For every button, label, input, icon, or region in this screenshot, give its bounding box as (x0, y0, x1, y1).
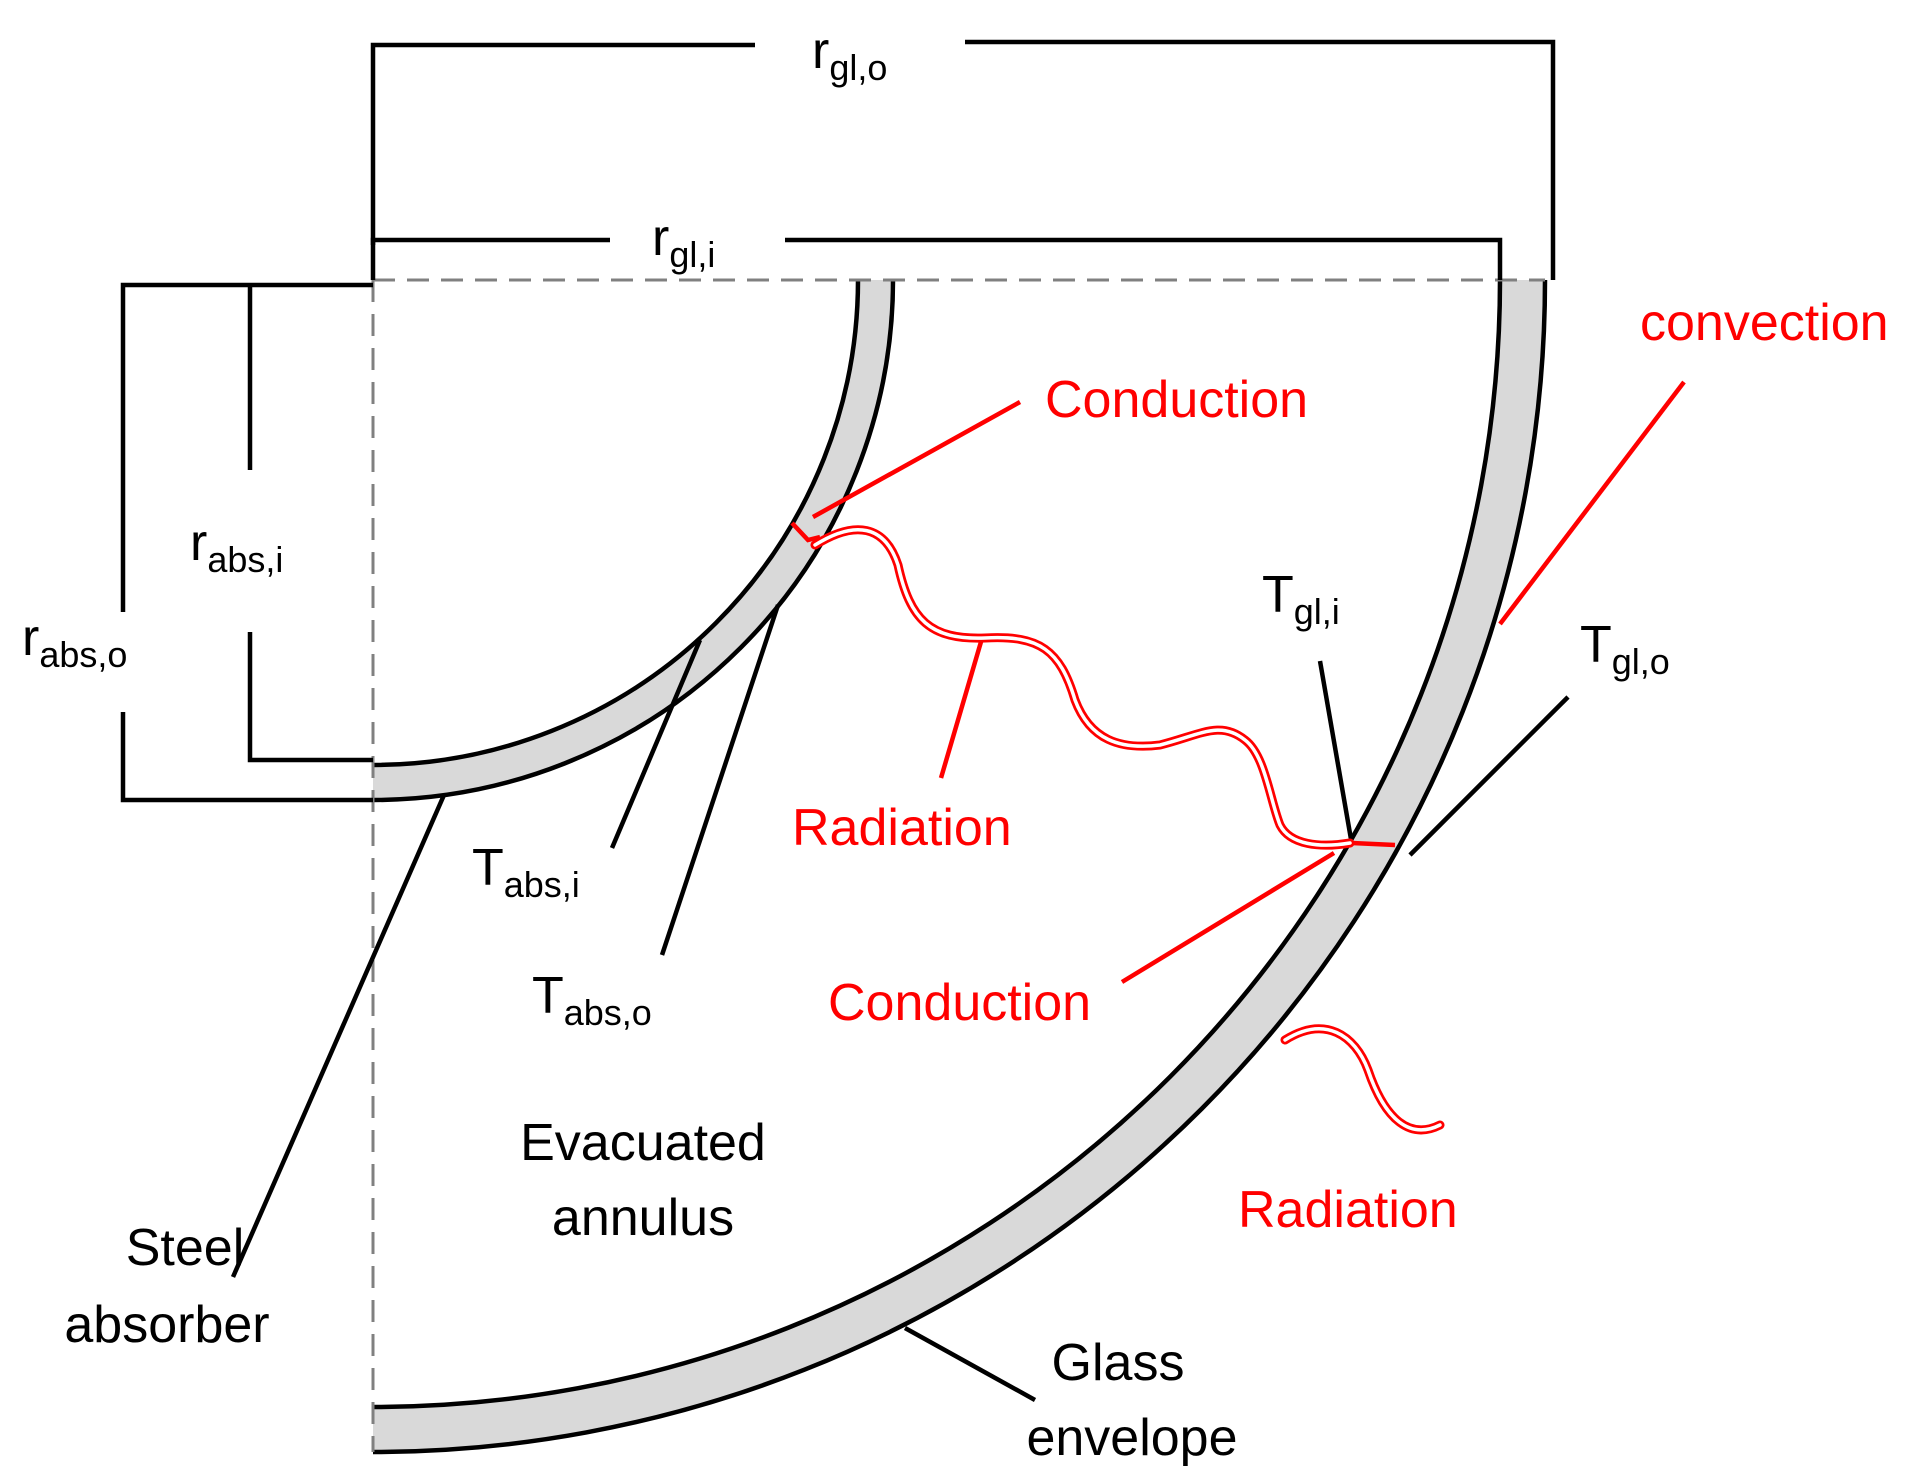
conduction-bottom-leader (1120, 851, 1336, 984)
convection-leader (1498, 380, 1686, 626)
T-abs-o-leader (659, 604, 781, 956)
conduction-top-leader (811, 400, 1022, 519)
radiation-wave-outer-core (1283, 1027, 1442, 1132)
steel-absorber-wall (373, 280, 893, 800)
r-abs-i-dimension-line (247, 285, 373, 763)
steel-absorber-line2: absorber (64, 1296, 269, 1354)
radiation-wave-annulus-core (813, 528, 1352, 847)
r-gl-o-dimension-line (370, 39, 1556, 280)
glass-outer-edge (372, 279, 1548, 1455)
glass-envelope-leader (903, 1326, 1037, 1402)
conduction-top-label: Conduction (1045, 371, 1308, 429)
evacuated-annulus-line1: Evacuated (520, 1114, 766, 1172)
glass-inner-edge (372, 279, 1503, 1410)
steel-absorber-leader (230, 794, 447, 1278)
T-abs-o-label: Tabs,o (532, 967, 652, 1033)
r-gl-o-label: rgl,o (812, 22, 887, 88)
conduction-bottom-arrow (1351, 840, 1396, 848)
T-gl-o-label: Tgl,o (1580, 616, 1670, 682)
conduction-top-arrow (790, 521, 821, 543)
steel-absorber-line1: Steel (126, 1219, 245, 1277)
r-gl-i-label: rgl,i (652, 209, 715, 275)
glass-envelope-line1: Glass (1052, 1334, 1185, 1392)
absorber-inner-edge (372, 279, 861, 768)
radiation-outer-label: Radiation (1238, 1181, 1458, 1239)
r-gl-i-dimension-line (370, 237, 1503, 280)
conduction-bottom-label: Conduction (828, 974, 1091, 1032)
T-abs-i-leader (609, 639, 703, 849)
r-abs-o-dimension-line (120, 282, 373, 803)
r-abs-o-label: rabs,o (22, 609, 127, 675)
r-abs-i-label: rabs,i (190, 514, 283, 580)
radiation-wave-outer (1280, 1024, 1445, 1135)
T-gl-i-leader (1317, 660, 1355, 846)
evacuated-annulus-line2: annulus (552, 1189, 734, 1247)
T-gl-o-leader (1408, 695, 1570, 857)
convection-label: convection (1640, 294, 1889, 352)
T-gl-i-label: Tgl,i (1262, 566, 1340, 632)
glass-envelope-line2: envelope (1026, 1409, 1237, 1467)
absorber-outer-edge (372, 279, 896, 803)
radiation-inner-label: Radiation (792, 799, 1012, 857)
radiation-inner-leader (938, 634, 986, 779)
T-abs-i-label: Tabs,i (472, 839, 580, 905)
